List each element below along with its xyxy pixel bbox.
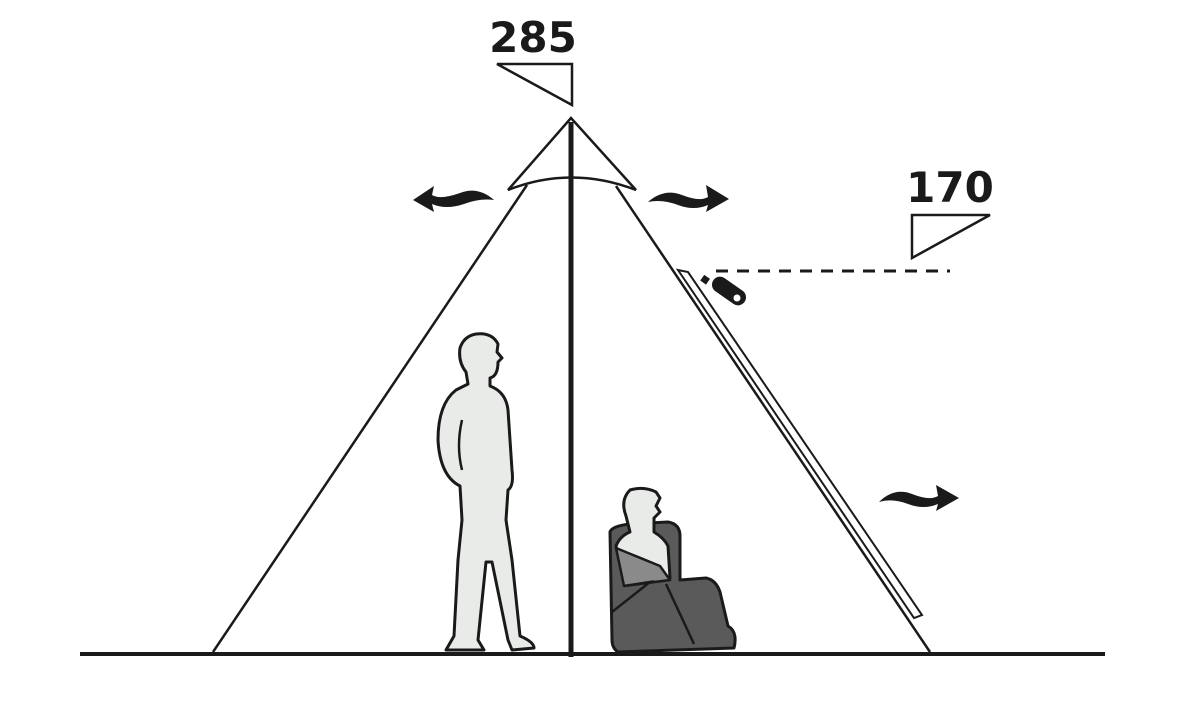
peak-height-label: 285 (489, 13, 577, 62)
door-height-label: 170 (906, 163, 994, 212)
tent-right-wall (614, 185, 932, 653)
airflow-arrow-right-icon (648, 185, 729, 212)
height-marker-icon (496, 62, 574, 108)
lamp-icon (700, 274, 747, 306)
airflow-arrow-left-icon (413, 186, 494, 212)
airflow-arrow-right-icon (879, 485, 959, 511)
height-marker-icon (910, 213, 991, 261)
tent-left-wall (211, 184, 529, 653)
sitting-person-sleeping-bag-icon (608, 486, 737, 654)
standing-person-arm-line (457, 419, 464, 471)
standing-person-icon (436, 332, 536, 652)
door-panel (675, 268, 924, 620)
